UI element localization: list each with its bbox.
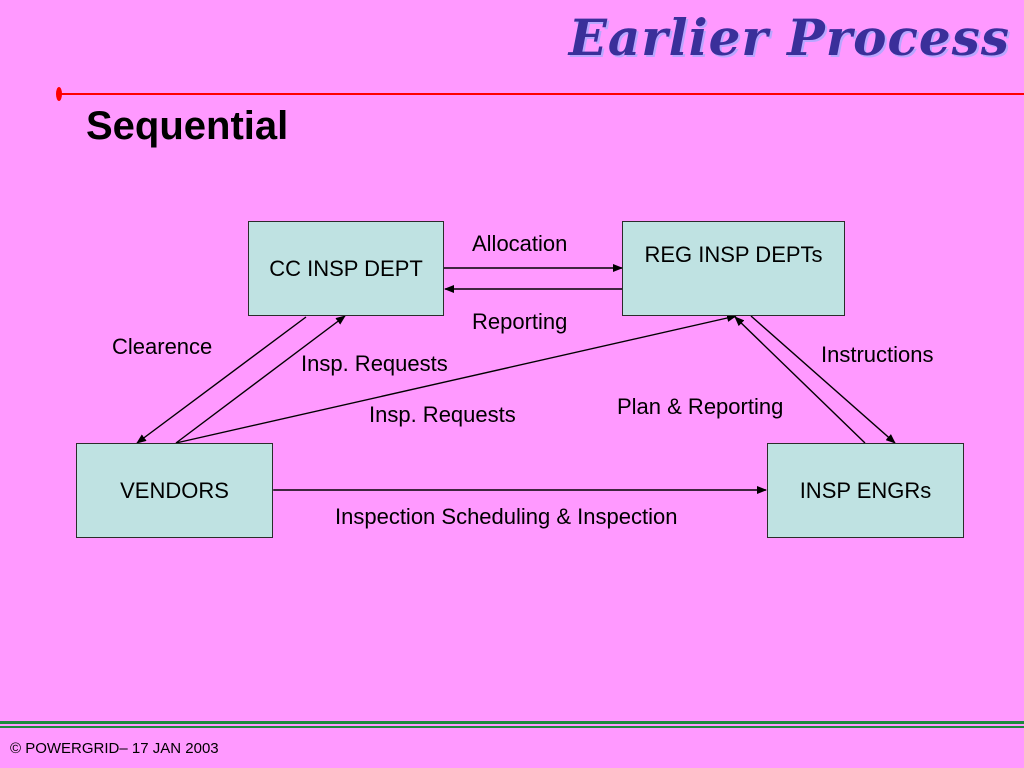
node-engrs-label: INSP ENGRs: [799, 477, 932, 503]
label-plan-reporting: Plan & Reporting: [617, 394, 784, 419]
title-rule: [60, 93, 1024, 95]
edge-clearence: [136, 316, 307, 444]
node-cc-insp-dept: CC INSP DEPT: [248, 221, 444, 316]
page-title: Sequential: [86, 104, 289, 148]
label-scheduling: Inspection Scheduling & Inspection: [335, 504, 678, 529]
edge-insp-requests-reg: [175, 314, 737, 444]
label-clearence: Clearence: [112, 334, 213, 359]
edge-plan-reporting: [734, 316, 866, 444]
edge-insp-requests-cc: [175, 315, 346, 444]
label-instructions: Instructions: [821, 342, 934, 367]
label-reporting: Reporting: [472, 309, 568, 334]
label-insp-requests-1: Insp. Requests: [301, 351, 448, 376]
footer-copyright: © POWERGRID– 17 JAN 2003: [10, 740, 219, 757]
node-vendors-label: VENDORS: [120, 477, 229, 503]
node-reg-insp-depts: REG INSP DEPTs: [622, 221, 845, 316]
node-cc-label: CC INSP DEPT: [269, 255, 423, 281]
footer-rule: [0, 721, 1024, 724]
node-insp-engrs: INSP ENGRs: [767, 443, 964, 538]
footer-rule-secondary: [0, 726, 1024, 728]
node-vendors: VENDORS: [76, 443, 273, 538]
title-rule-dot: [56, 87, 62, 101]
edge-instructions: [750, 315, 896, 444]
label-allocation: Allocation: [472, 231, 568, 256]
header-title: Earlier Process: [568, 8, 1010, 67]
label-insp-requests-2: Insp. Requests: [369, 402, 516, 427]
node-reg-label: REG INSP DEPTs: [644, 242, 823, 267]
